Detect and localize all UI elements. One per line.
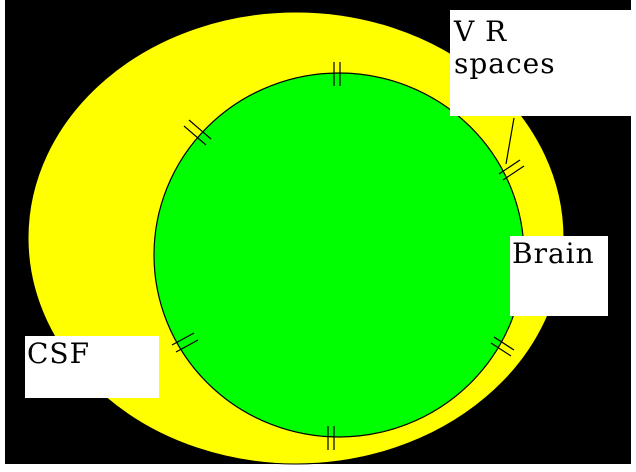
brain-label: Brain <box>510 236 608 316</box>
vr-leader-line <box>505 117 515 165</box>
csf-label: CSF <box>25 336 159 398</box>
vr-marker-lower-right <box>490 336 515 357</box>
vr-marker-top <box>333 62 341 86</box>
vr-marker-upper-left <box>183 119 212 146</box>
vr-space-markers <box>171 62 525 450</box>
vr-spaces-label: V R spaces <box>450 10 636 116</box>
vr-marker-upper-right <box>498 159 525 181</box>
brain-region <box>153 72 525 438</box>
vr-marker-bottom <box>327 426 335 450</box>
vr-marker-lower-left <box>171 332 199 353</box>
